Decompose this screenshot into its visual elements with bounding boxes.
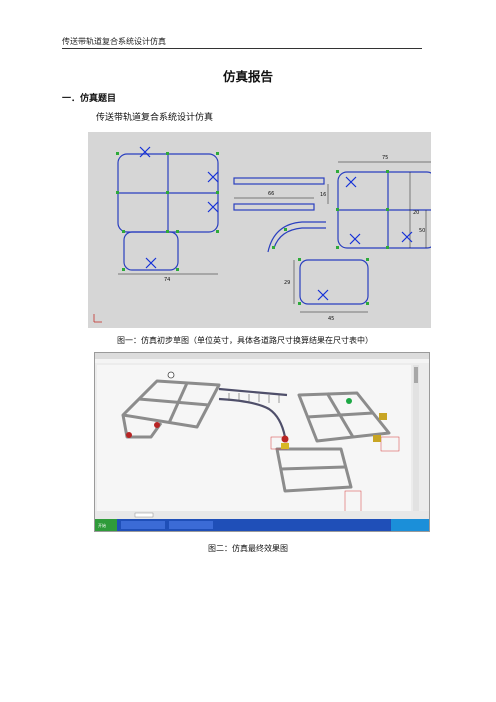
green-square-icon: [122, 268, 125, 271]
bottom-loop-track: [275, 447, 353, 493]
section-body: 传送带轨道复合系统设计仿真: [96, 113, 214, 123]
figure-sketch: 74 66 75 45 20 50 29 16: [88, 132, 431, 328]
x-mark-icon: [207, 201, 219, 213]
x-mark-icon: [145, 257, 157, 269]
middle-conveyor-upper: [233, 177, 325, 185]
axis-indicator: [93, 314, 102, 323]
green-square-icon: [386, 208, 389, 211]
machine-icon: [373, 435, 381, 442]
middle-conveyor-lower: [233, 203, 315, 211]
left-loop-track: [121, 379, 221, 439]
green-square-icon: [216, 152, 219, 155]
system-tray: [391, 519, 429, 531]
green-square-icon: [216, 191, 219, 194]
cross-markers: [139, 146, 413, 301]
green-square-icon: [176, 268, 179, 271]
conveyor-supports: [228, 393, 280, 403]
dim-label: 20: [413, 210, 419, 216]
green-square-icon: [122, 230, 125, 233]
machine-icon: [281, 443, 289, 449]
x-mark-icon: [139, 146, 151, 158]
x-mark-icon: [345, 176, 357, 188]
x-mark-icon: [401, 231, 413, 243]
green-square-icon: [284, 228, 287, 231]
green-square-icon: [336, 170, 339, 173]
green-square-icon: [336, 208, 339, 211]
right-loop-track: [297, 391, 391, 443]
green-square-icon: [298, 302, 301, 305]
green-square-icon: [116, 152, 119, 155]
green-square-icon: [272, 246, 275, 249]
x-mark-icon: [349, 233, 361, 245]
green-square-icon: [216, 230, 219, 233]
connector-curve: [273, 227, 326, 249]
sensor-marker-icon: [167, 371, 175, 379]
point-markers: [116, 152, 389, 305]
green-square-icon: [166, 191, 169, 194]
simulation-view: 开始: [95, 353, 429, 531]
dim-label: 66: [268, 191, 274, 197]
x-mark-icon: [317, 289, 329, 301]
green-square-icon: [298, 258, 301, 261]
green-square-icon: [176, 230, 179, 233]
green-square-icon: [366, 258, 369, 261]
connector-curve-2: [267, 221, 326, 253]
dim-label: 16: [320, 192, 326, 198]
document-title: 仿真报告: [222, 69, 273, 84]
dim-label: 45: [328, 316, 334, 322]
scroll-thumb[interactable]: [414, 367, 418, 383]
sketch-drawing: 74 66 75 45 20 50 29 16: [93, 146, 431, 323]
taskbar-app-button[interactable]: [169, 521, 213, 529]
status-bar: [95, 511, 429, 519]
dim-label: 75: [382, 155, 388, 161]
green-square-icon: [366, 302, 369, 305]
speed-field[interactable]: [134, 512, 154, 518]
x-mark-icon: [207, 171, 219, 183]
bottom-loop-outline: [299, 259, 369, 305]
red-item-icon: [281, 435, 289, 443]
figure-caption-1: 图一：仿真初步草图（单位英寸，具体各道路尺寸换算结果在尺寸表中）: [117, 336, 373, 345]
taskbar-app-button[interactable]: [121, 521, 165, 529]
green-square-icon: [166, 152, 169, 155]
green-light-icon: [346, 398, 352, 404]
red-item-icon: [126, 432, 132, 438]
window-titlebar: [95, 353, 429, 359]
green-square-icon: [116, 191, 119, 194]
dim-label: 74: [164, 277, 170, 283]
red-item-icon: [154, 422, 160, 428]
start-button-icon[interactable]: [95, 519, 117, 531]
green-square-icon: [386, 170, 389, 173]
conveyor-track: [218, 387, 288, 438]
section-heading: 一．仿真题目: [62, 94, 117, 104]
page-header: 传送带轨道复合系统设计仿真: [62, 37, 166, 46]
green-square-icon: [336, 246, 339, 249]
dim-label: 29: [284, 280, 290, 286]
machine-icon: [379, 413, 387, 420]
window-menubar: [95, 359, 429, 363]
header-rule: [62, 48, 422, 49]
green-square-icon: [386, 246, 389, 249]
left-bottom-loop: [123, 231, 179, 271]
figure-simulation: 开始: [94, 352, 430, 532]
start-button-label: 开始: [98, 522, 106, 528]
dimension-lines: [118, 161, 431, 313]
figure-caption-2: 图二：仿真最终效果图: [208, 544, 288, 553]
dim-label: 50: [419, 228, 425, 234]
green-square-icon: [166, 230, 169, 233]
scroll-track[interactable]: [413, 365, 419, 511]
